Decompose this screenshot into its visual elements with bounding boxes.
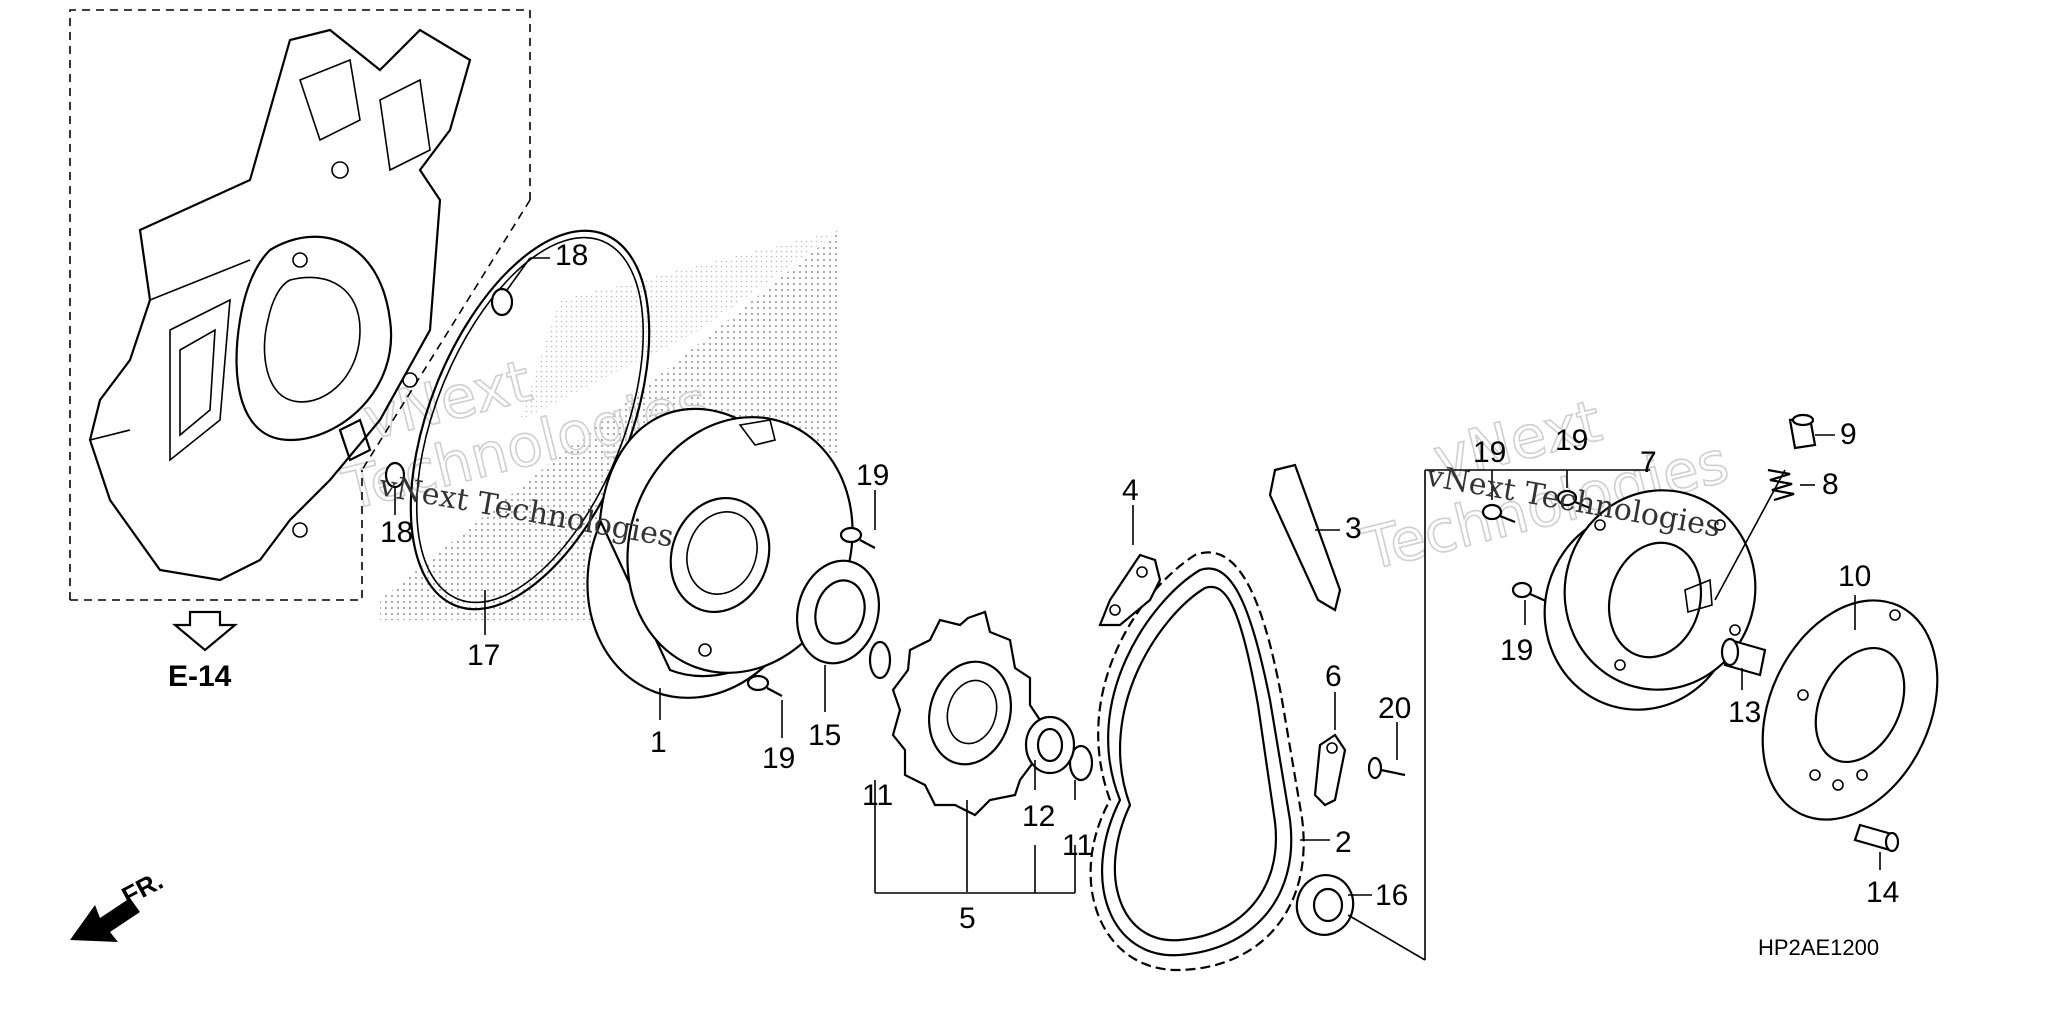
callout-4: 4 <box>1122 474 1139 507</box>
drive-chain-2 <box>1089 551 1330 972</box>
oil-seal-15 <box>795 559 881 712</box>
oil-pump-body-7 <box>1543 469 1786 711</box>
callout-20: 20 <box>1378 692 1411 725</box>
circlip-11-right <box>1068 744 1094 782</box>
callout-10: 10 <box>1838 560 1871 593</box>
reference-arrow: E-14 <box>168 610 239 693</box>
spring-8 <box>1767 468 1815 502</box>
bracket-7 <box>1424 469 1650 960</box>
dowel-18-lower <box>384 461 406 515</box>
dowel-14 <box>1853 823 1900 870</box>
callout-19-e: 19 <box>1500 634 1533 667</box>
needle-bearing-12 <box>1024 715 1076 775</box>
chain-guide-4 <box>1098 505 1162 627</box>
callout-11-left: 11 <box>862 779 893 812</box>
callout-19-b: 19 <box>762 742 795 775</box>
callout-1: 1 <box>650 726 667 759</box>
callout-15: 15 <box>808 719 841 752</box>
callout-8: 8 <box>1822 468 1839 501</box>
callout-9: 9 <box>1840 418 1857 451</box>
bolt-19-e <box>1511 581 1549 625</box>
callout-19-c: 19 <box>1473 436 1506 469</box>
callout-18-upper: 18 <box>555 239 588 272</box>
front-direction-arrow: FR. <box>70 865 168 942</box>
callout-13: 13 <box>1728 696 1761 729</box>
dowel-18-upper <box>490 257 550 317</box>
drawing-code: HP2AE1200 <box>1758 935 1879 960</box>
callout-3: 3 <box>1345 512 1362 545</box>
plug-9 <box>1788 413 1835 450</box>
sprocket-5 <box>891 610 1042 892</box>
reference-label: E-14 <box>168 660 232 693</box>
callout-17: 17 <box>467 639 500 672</box>
plate-10 <box>1761 595 1939 821</box>
callout-19-a: 19 <box>856 459 889 492</box>
chain-slider-3 <box>1268 463 1342 612</box>
callout-11-right: 11 <box>1062 829 1093 862</box>
bolt-19-d <box>1556 470 1591 510</box>
callout-19-d: 19 <box>1555 424 1588 457</box>
tensioner-plate-6 <box>1313 692 1347 807</box>
callout-12: 12 <box>1022 800 1055 833</box>
oil-seal-16 <box>1295 874 1426 961</box>
crankcase-cover-illustration <box>69 9 531 601</box>
callout-16: 16 <box>1375 879 1408 912</box>
callout-6: 6 <box>1325 660 1342 693</box>
pin-13 <box>1720 637 1767 690</box>
callout-14: 14 <box>1866 876 1899 909</box>
bolt-19-a <box>839 490 876 549</box>
bracket-5 <box>874 760 1076 894</box>
bolt-19-c <box>1481 470 1516 524</box>
callout-18-lower: 18 <box>380 516 413 549</box>
callout-labels: 1 2 3 4 5 6 7 8 9 10 11 11 12 13 14 15 1… <box>380 239 1899 935</box>
callout-2: 2 <box>1335 826 1352 859</box>
callout-5: 5 <box>959 902 976 935</box>
circlip-11-left <box>868 640 892 680</box>
bolt-20 <box>1367 722 1406 780</box>
bolt-19-b <box>746 674 783 738</box>
side-cover-1 <box>586 407 854 720</box>
callout-7: 7 <box>1640 446 1657 479</box>
